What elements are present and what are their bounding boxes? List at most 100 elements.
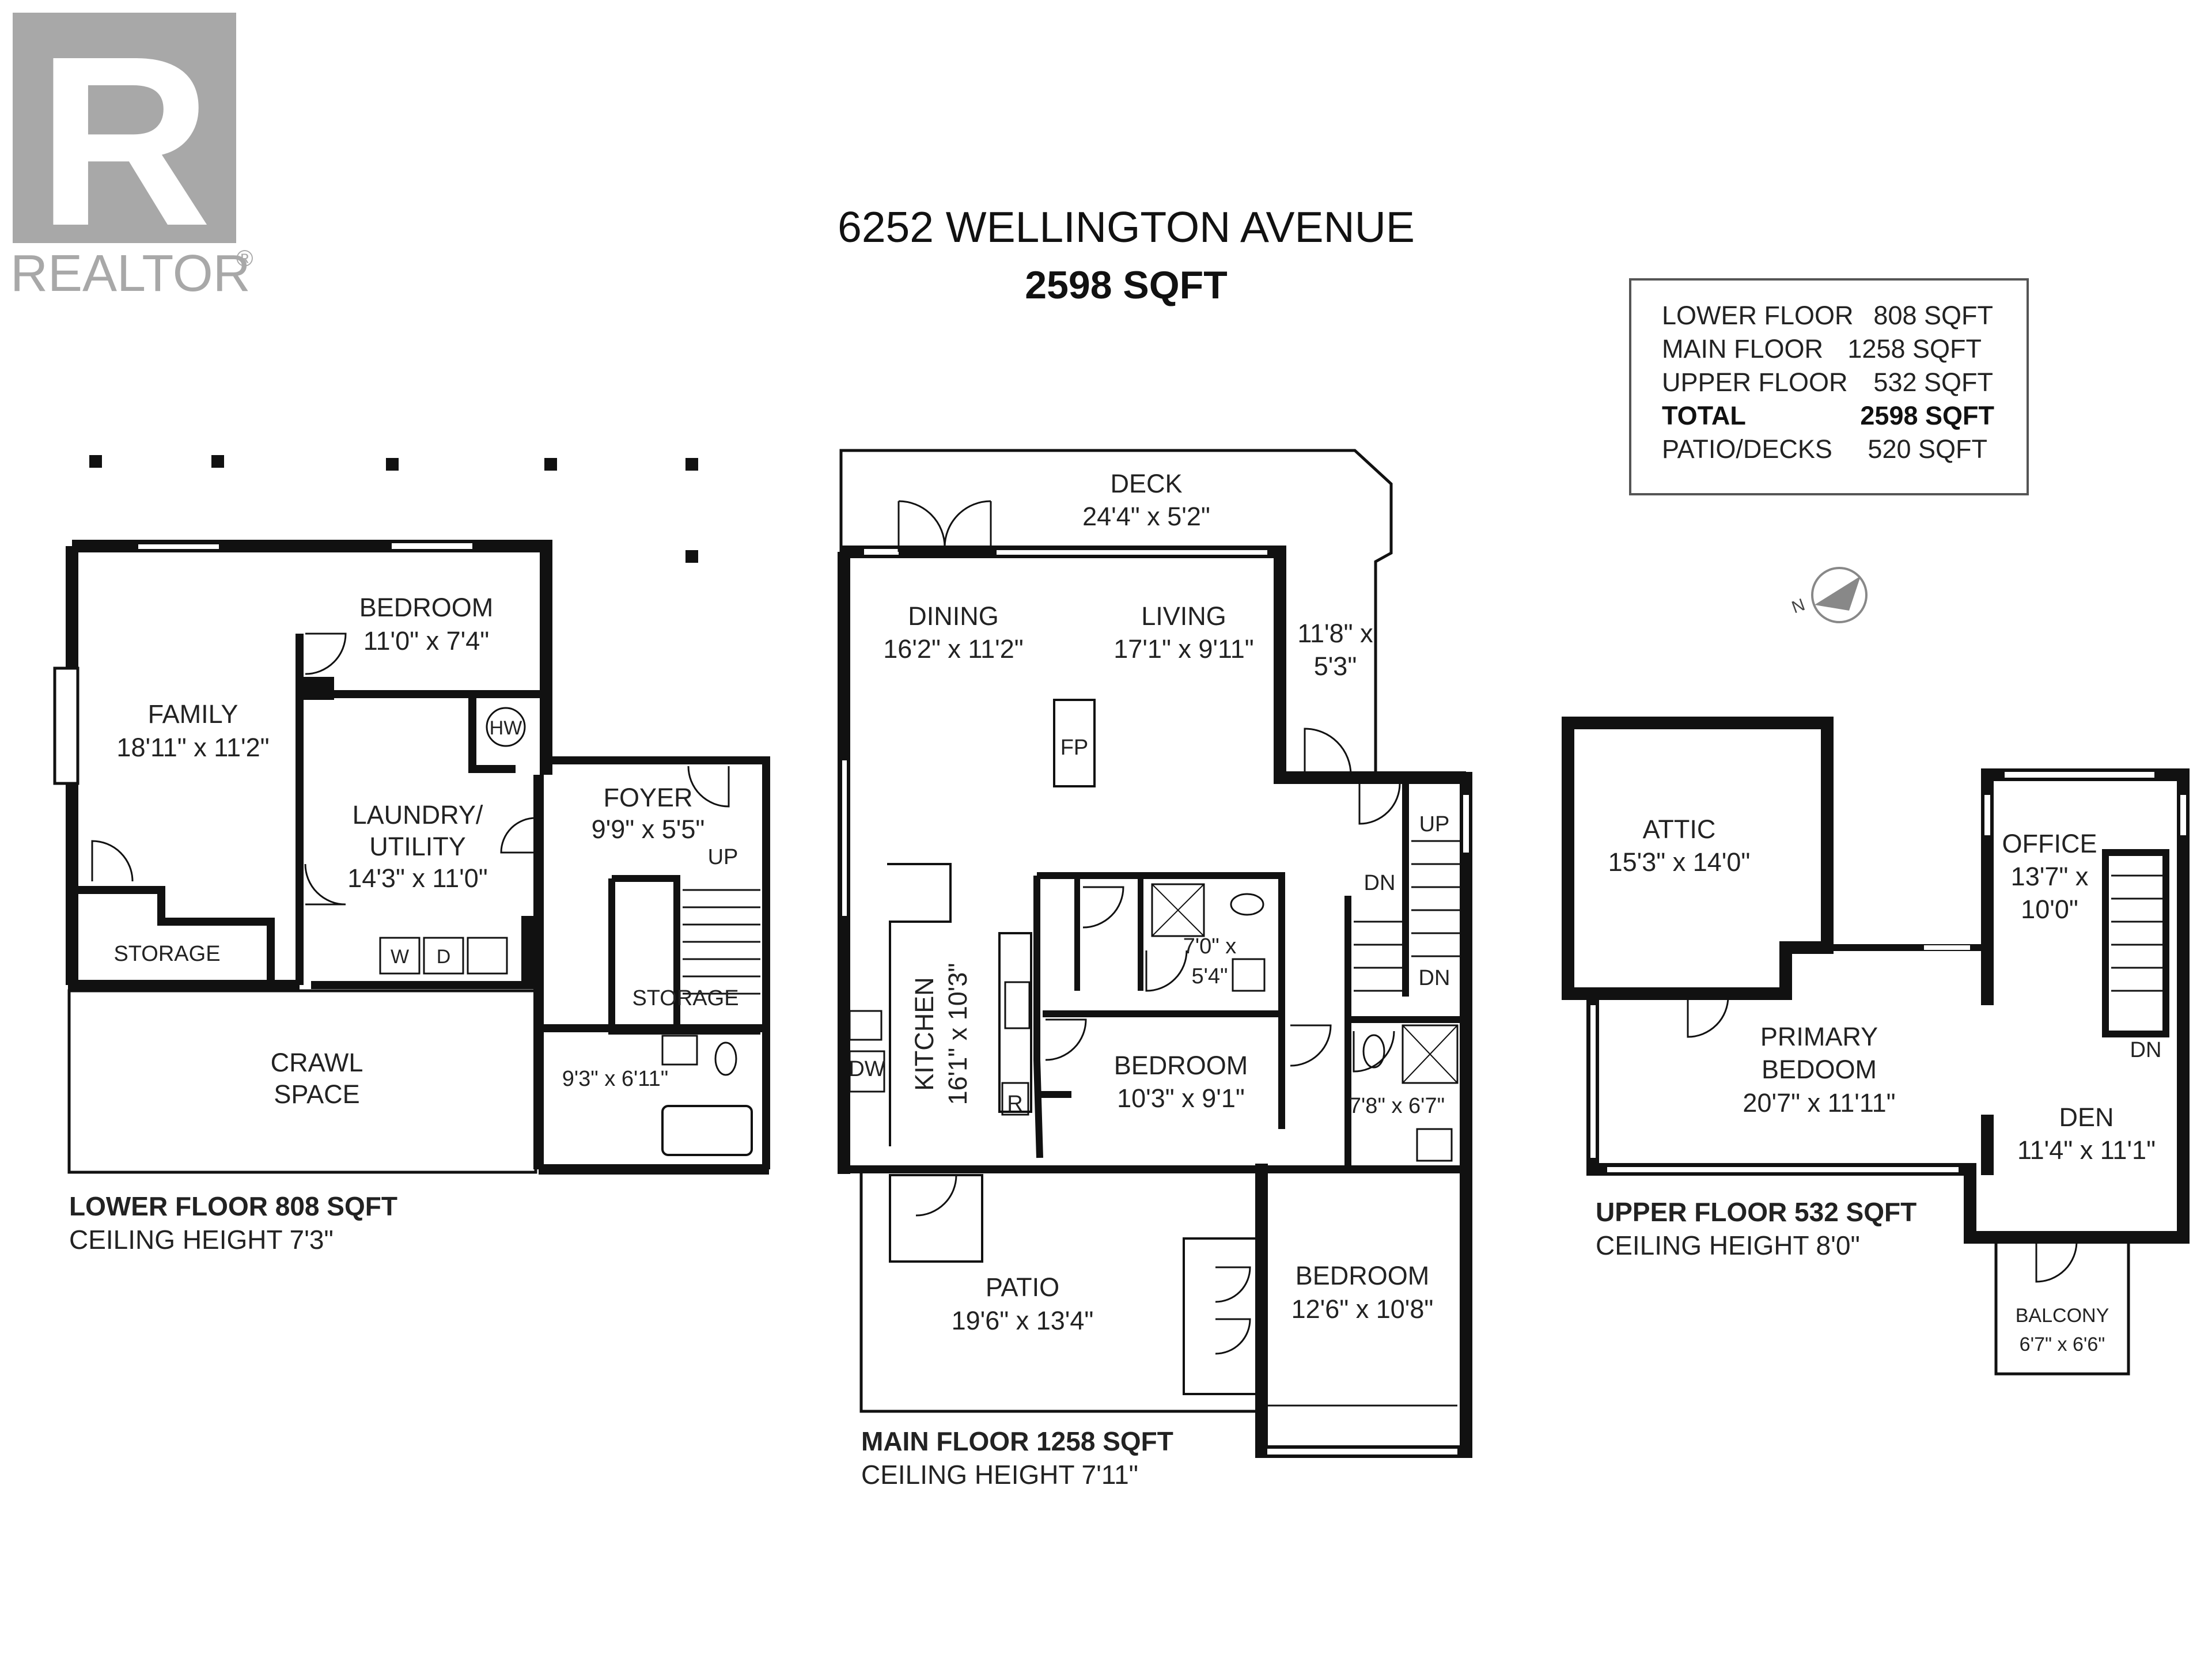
toilet [714,1041,737,1076]
lower-bath-dim: 9'3" x 6'11" [562,1067,668,1091]
laundry-name-2: UTILITY [369,832,466,861]
deck-outline [839,449,1393,775]
foyer-dim: 9'9" x 5'5" [592,815,705,844]
post-marker [685,550,698,563]
kitchen-dim: 16'1" x 10'3" [943,963,972,1105]
lower-wall [468,694,516,773]
area-summary-table: LOWER FLOOR 808 SQFT MAIN FLOOR 1258 SQF… [1629,278,2029,495]
balcony-name: BALCONY [2016,1305,2109,1327]
address-title: 6252 WELLINGTON AVENUE [838,203,1415,251]
post-marker [89,455,102,468]
deck-dim: 24'4" x 5'2" [1082,502,1210,531]
toilet [1362,1034,1385,1069]
kitchen-name: KITCHEN [910,977,939,1091]
main-wall [1033,876,1043,1158]
storage-right-label: STORAGE [632,986,738,1010]
patio-dim: 19'6" x 13'4" [952,1306,1094,1335]
door-swing [500,817,536,854]
door-swing [1082,886,1124,929]
shower [1402,1024,1459,1084]
laundry-sink [467,937,508,975]
lower-up-label: UP [708,845,738,869]
living-name: LIVING [1141,601,1226,631]
balcony-dim: 6'7" x 6'6" [2020,1334,2105,1355]
office-line-2: 10'0" [2021,895,2078,924]
compass-north-letter: N [1789,595,1808,617]
dishwasher [849,1050,885,1093]
fireplace [1053,699,1096,787]
post-marker [544,458,557,471]
storage-left-label: STORAGE [113,942,220,966]
area-summary-box [1629,278,2029,495]
kitchen-counter [998,932,1032,1113]
sink [1416,1128,1453,1162]
crawl-line-2: SPACE [274,1080,359,1109]
patio-steps [889,1174,983,1263]
door-swing [1215,1266,1251,1355]
balcony-outline [1994,1238,2130,1376]
fireplace [53,666,79,785]
lower-bedroom-name: BEDROOM [359,593,494,622]
deck-name: DECK [1110,469,1182,498]
primary-dim: 20'7" x 11'11" [1743,1088,1895,1118]
summary-value-upper: 532 SQFT [1873,368,1993,397]
main-dn-label-2: DN [1419,966,1450,990]
main-wall [1037,872,1285,1014]
upper-floor [1562,717,2190,1376]
washer-label: W [391,946,409,968]
door-swing [91,840,134,882]
summary-value-total: 2598 SQFT [1860,401,1994,430]
lower-wall [612,875,680,1031]
office-name: OFFICE [2002,829,2097,858]
upper-ceiling: CEILING HEIGHT 8'0" [1596,1230,1860,1260]
bedroom-closet [1183,1237,1263,1395]
dryer [423,937,464,975]
total-sqft-title: 2598 SQFT [1025,263,1228,307]
door-swing [1145,950,1188,992]
summary-label-upper: UPPER FLOOR [1662,368,1848,397]
ensuite-line-1: 7'0" x [1183,934,1237,959]
shower [1151,883,1205,937]
lower-floor [53,455,770,1175]
crawl-line-1: CRAWL [271,1048,363,1077]
upper-caption: UPPER FLOOR 532 SQFT [1596,1197,1916,1227]
door-swing [1358,783,1401,825]
dining-dim: 16'2" x 11'2" [883,634,1023,664]
lower-wall [546,756,770,1169]
door-swing [304,863,346,906]
primary-name-2: BEDOOM [1762,1055,1877,1084]
main-bedroom-1-dim: 10'3" x 9'1" [1117,1084,1245,1113]
realtor-logo-reg: ® [236,246,253,271]
sink [1232,958,1266,992]
upper-stair-treads [2111,874,2163,992]
summary-value-patio: 520 SQFT [1868,434,1987,464]
laundry-dim: 14'3" x 11'0" [347,863,487,893]
washer [379,937,421,975]
summary-label-lower: LOWER FLOOR [1662,301,1854,330]
summary-label-main: MAIN FLOOR [1662,334,1823,363]
main-bedroom-2-dim: 12'6" x 10'8" [1291,1294,1434,1324]
post-marker [386,458,399,471]
lower-bedroom-dim: 11'0" x 7'4" [363,626,489,656]
primary-name-1: PRIMARY [1760,1022,1878,1051]
range [1004,981,1031,1029]
lower-stairs [683,889,760,995]
attic-name: ATTIC [1643,815,1716,844]
french-door-swing [898,500,991,548]
summary-value-lower: 808 SQFT [1873,301,1993,330]
lower-caption: LOWER FLOOR 808 SQFT [69,1191,397,1221]
patio-name: PATIO [986,1272,1059,1302]
lower-labels: BEDROOM 11'0" x 7'4" FAMILY 18'11" x 11'… [69,593,739,1255]
family-name: FAMILY [148,699,238,729]
door-swing [1304,728,1352,775]
lower-wall [72,886,275,985]
patio-outline [859,1169,1262,1413]
door-swing [305,632,347,675]
summary-value-main: 1258 SQFT [1847,334,1982,363]
door-swing [1687,996,1729,1038]
fridge [1001,1082,1029,1116]
door-swing [2035,1241,2078,1283]
kitchen-counter [887,863,952,1146]
summary-label-patio: PATIO/DECKS [1662,434,1832,464]
dining-name: DINING [908,601,999,631]
